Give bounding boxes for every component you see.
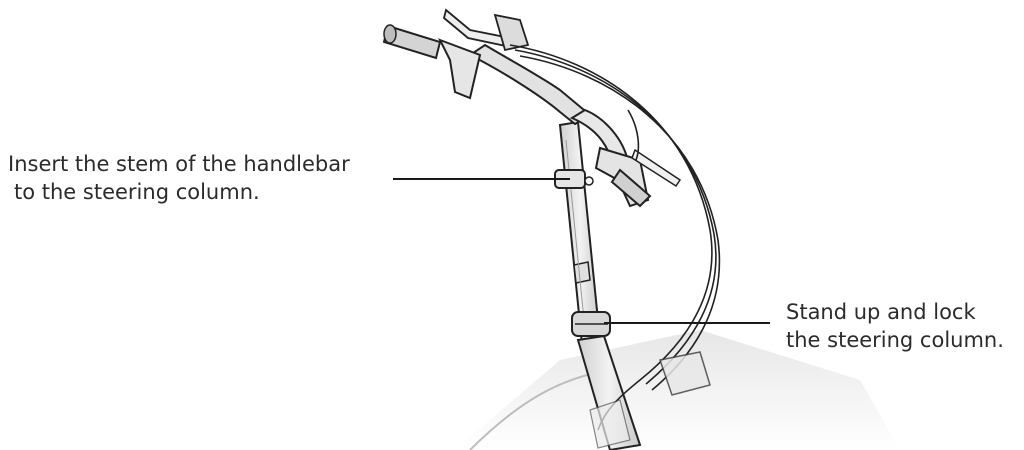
caption-insert-stem-line1: Insert the stem of the handlebar xyxy=(8,150,350,178)
callout-line-stem xyxy=(393,178,570,180)
caption-lock-column-line1: Stand up and lock xyxy=(786,298,1004,326)
caption-insert-stem-line2: to the steering column. xyxy=(8,178,350,206)
handlebar-bar xyxy=(470,45,590,124)
callout-line-lock xyxy=(604,322,770,324)
steering-column-tube xyxy=(560,122,600,344)
caption-lock-column: Stand up and lock the steering column. xyxy=(786,298,1004,354)
caption-lock-column-line2: the steering column. xyxy=(786,326,1004,354)
left-brake-lever xyxy=(440,40,480,98)
caption-insert-stem: Insert the stem of the handlebar to the … xyxy=(8,150,350,206)
